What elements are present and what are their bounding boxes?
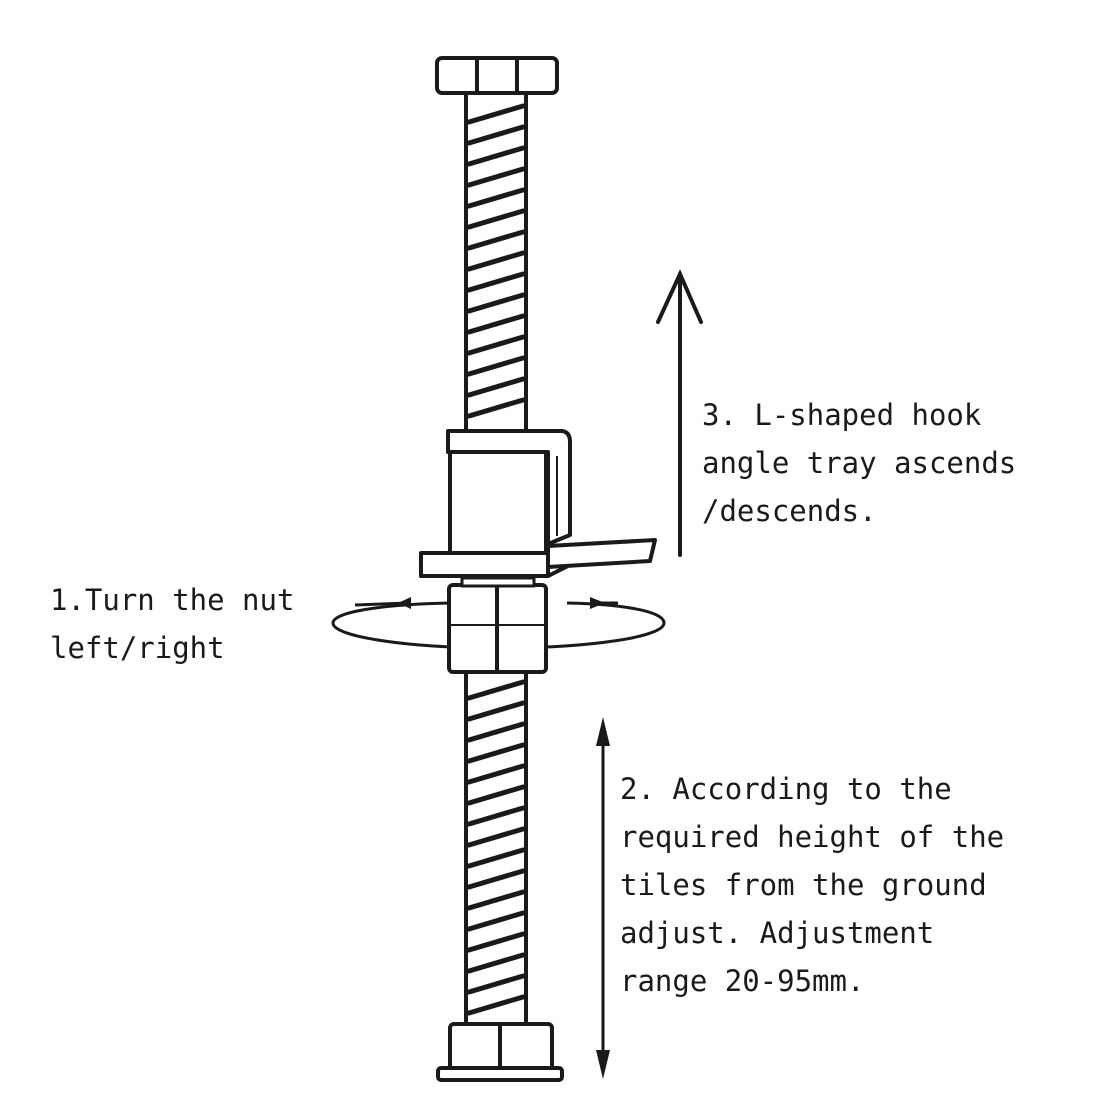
thread-ridge	[466, 742, 526, 764]
caption-nut-line-1: 1.Turn the nut	[50, 583, 295, 617]
caption-turn-nut: 1.Turn the nut left/right	[50, 576, 294, 672]
upper-threaded-rod	[464, 91, 528, 433]
thread-ridge	[466, 931, 526, 953]
caption-adjust-line-1: 2. According to the	[620, 772, 952, 806]
thread-ridge	[466, 145, 526, 167]
thread-ridge	[466, 952, 526, 974]
thread-ridge	[466, 805, 526, 827]
thread-ridge	[466, 868, 526, 890]
caption-hook-tray: 3. L-shaped hook angle tray ascends /des…	[702, 391, 1016, 535]
thread-ridge	[466, 910, 526, 932]
height-range-arrow	[596, 717, 610, 1079]
caption-hook-line-2: angle tray ascends	[702, 446, 1017, 480]
caption-nut-line-2: left/right	[50, 631, 225, 665]
thread-ridge	[466, 187, 526, 209]
thread-ridge	[466, 250, 526, 272]
caption-hook-line-1: 3. L-shaped hook	[702, 398, 982, 432]
thread-ridge	[466, 721, 526, 743]
thread-ridge	[466, 994, 526, 1016]
thread-ridge	[466, 292, 526, 314]
thread-ridge	[466, 103, 526, 125]
thread-ridge	[466, 313, 526, 335]
caption-adjust-line-5: range 20-95mm.	[620, 964, 865, 998]
thread-ridge	[466, 679, 526, 701]
thread-ridge	[466, 784, 526, 806]
hex-nut	[447, 576, 548, 674]
thread-ridge	[466, 271, 526, 293]
thread-ridge	[466, 355, 526, 377]
caption-adjust-line-3: tiles from the ground	[620, 868, 987, 902]
thread-ridge	[466, 208, 526, 230]
thread-ridge	[466, 763, 526, 785]
lower-threaded-rod	[464, 670, 528, 1026]
caption-adjust-line-2: required height of the	[620, 820, 1005, 854]
thread-ridge	[466, 889, 526, 911]
caption-height-adjustment: 2. According to the required height of t…	[620, 765, 1004, 1005]
thread-ridge	[466, 166, 526, 188]
tray-up-arrow	[656, 269, 703, 557]
thread-ridge	[466, 124, 526, 146]
thread-ridge	[466, 847, 526, 869]
thread-ridge	[466, 973, 526, 995]
thread-ridge	[466, 826, 526, 848]
bolt-head	[435, 56, 559, 95]
thread-ridge	[466, 334, 526, 356]
thread-ridge	[466, 700, 526, 722]
thread-ridge	[466, 229, 526, 251]
thread-ridge	[466, 397, 526, 419]
l-shaped-hook-tray	[419, 429, 657, 578]
bottom-nut	[436, 1022, 564, 1082]
thread-ridge	[466, 376, 526, 398]
caption-hook-line-3: /descends.	[702, 494, 877, 528]
caption-adjust-line-4: adjust. Adjustment	[620, 916, 935, 950]
